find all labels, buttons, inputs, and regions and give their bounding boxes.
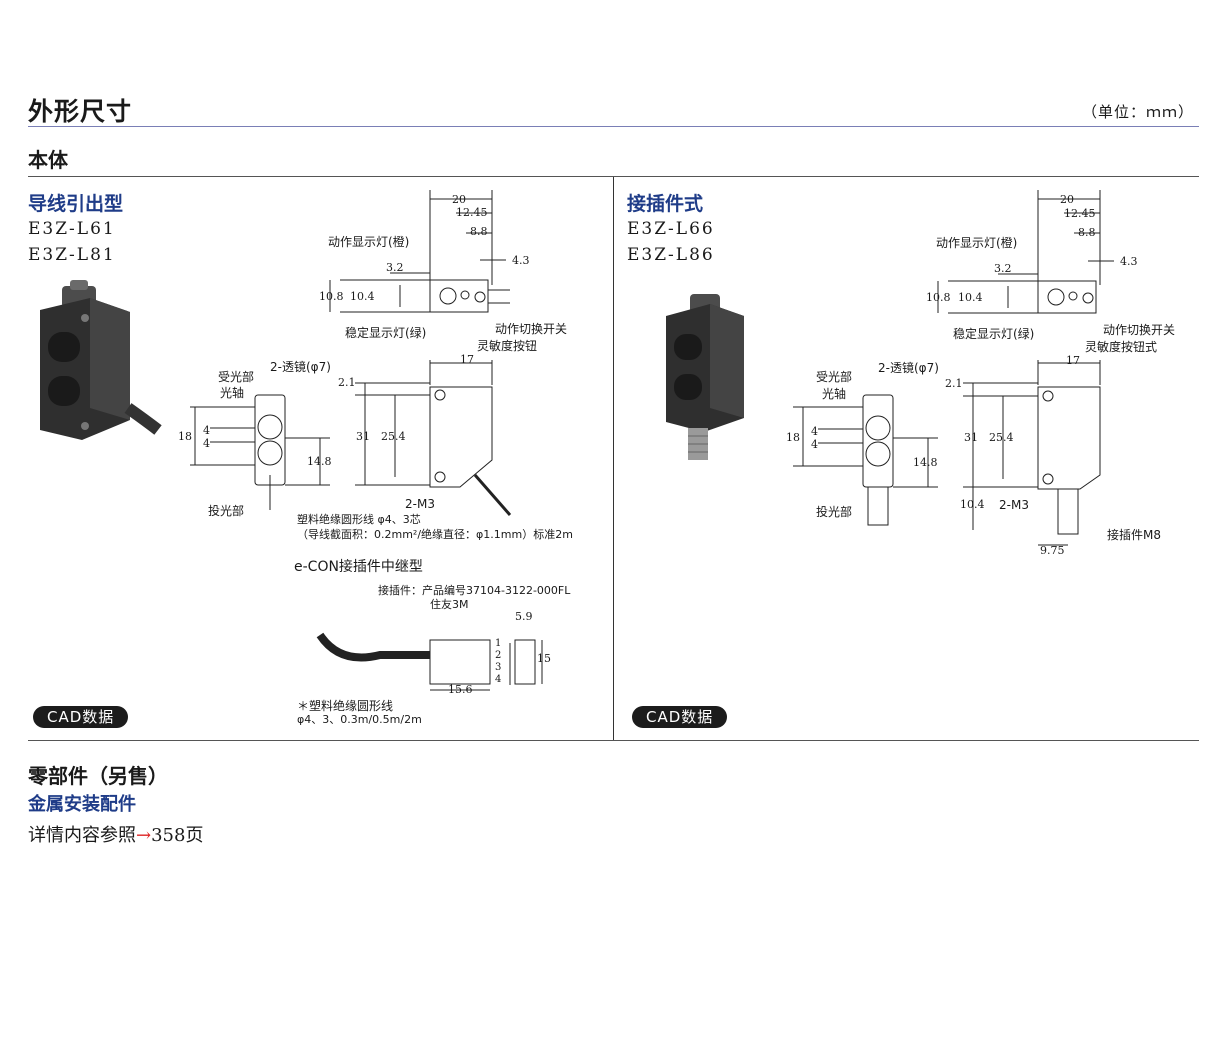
left-dimension-drawing — [190, 190, 543, 691]
dim-right-12-45: 12.45 — [1064, 207, 1096, 220]
dim-left-8-8: 8.8 — [470, 225, 488, 238]
dim-left-15: 15 — [537, 652, 551, 665]
dim-right-4a: 4 — [811, 425, 818, 438]
right-model-1: E3Z-L66 — [627, 219, 715, 239]
right-dimension-drawing — [793, 190, 1114, 546]
section-rule-top — [28, 176, 1199, 177]
dim-left-31: 31 — [356, 430, 370, 443]
dim-right-9-75: 9.75 — [1040, 544, 1065, 557]
dim-right-25-4: 25.4 — [989, 431, 1014, 444]
label-cable-note-2: φ4、3、0.3m/0.5m/2m — [297, 713, 422, 726]
r-label-lens: 2-透镜(φ7) — [878, 361, 939, 375]
left-model-2: E3Z-L81 — [28, 245, 116, 265]
label-cable-2: （导线截面积：0.2mm²/绝缘直径：φ1.1mm）标准2m — [297, 528, 573, 541]
product-photo-connector — [666, 294, 744, 460]
product-photo-wire — [40, 280, 162, 440]
label-stable-green: 稳定显示灯(绿) — [345, 326, 427, 340]
label-indicator-orange: 动作显示灯(橙) — [328, 235, 410, 249]
panel-divider — [613, 177, 614, 740]
dim-right-17: 17 — [1066, 354, 1080, 367]
right-panel-title: 接插件式 — [627, 193, 704, 215]
dim-left-17: 17 — [460, 353, 474, 366]
label-lens: 2-透镜(φ7) — [270, 360, 331, 374]
dim-right-10-8: 10.8 — [926, 291, 951, 304]
r-label-stable-green: 稳定显示灯(绿) — [953, 327, 1035, 341]
label-cable-1: 塑料绝缘圆形线 φ4、3芯 — [297, 513, 421, 526]
dim-left-14-8: 14.8 — [307, 455, 332, 468]
dim-right-3-2: 3.2 — [994, 262, 1012, 275]
pin-1: 1 — [495, 638, 502, 649]
dim-right-8-8: 8.8 — [1078, 226, 1096, 239]
dim-right-10-4b: 10.4 — [960, 498, 985, 511]
label-connector-1: 接插件：产品编号37104-3122-000FL — [378, 584, 571, 597]
label-connector-2: 住友3M — [430, 598, 469, 611]
r-label-indicator-orange: 动作显示灯(橙) — [936, 236, 1018, 250]
label-receiver: 受光部 — [218, 370, 255, 384]
section-title: 本体 — [28, 148, 68, 172]
page-title: 外形尺寸 — [28, 97, 133, 126]
pin-3: 3 — [495, 662, 502, 673]
label-emitter: 投光部 — [208, 504, 245, 518]
dim-right-10-4: 10.4 — [958, 291, 983, 304]
cad-data-button-left[interactable]: CAD数据 — [33, 706, 129, 728]
label-econ-title: e-CON接插件中继型 — [294, 559, 423, 575]
left-panel-title: 导线引出型 — [28, 193, 124, 215]
dim-left-18: 18 — [178, 430, 192, 443]
parts-reference[interactable]: 详情内容参照→358页 — [28, 821, 203, 847]
right-model-2: E3Z-L86 — [627, 245, 715, 265]
dim-left-10-8: 10.8 — [319, 290, 344, 303]
r-label-sensitivity: 灵敏度按钮式 — [1085, 340, 1158, 354]
dim-right-2-1: 2.1 — [945, 377, 963, 390]
title-rule — [28, 126, 1199, 127]
unit-note: （单位：ｍｍ） — [1081, 103, 1194, 121]
dim-left-20: 20 — [452, 193, 466, 206]
r-label-m3: 2-M3 — [999, 498, 1029, 512]
parts-ref-page[interactable]: 358页 — [151, 825, 204, 846]
dim-left-4b: 4 — [203, 437, 210, 450]
pin-4: 4 — [495, 674, 502, 685]
dim-right-4-3: 4.3 — [1120, 255, 1138, 268]
dim-left-2-1: 2.1 — [338, 376, 356, 389]
dim-left-25-4: 25.4 — [381, 430, 406, 443]
dim-left-4-3: 4.3 — [512, 254, 530, 267]
label-sensitivity: 灵敏度按钮 — [477, 339, 538, 353]
dim-left-15-6: 15.6 — [448, 683, 473, 696]
dim-left-3-2: 3.2 — [386, 261, 404, 274]
dim-left-10-4: 10.4 — [350, 290, 375, 303]
dim-left-5-9: 5.9 — [515, 610, 533, 623]
r-label-connector: 接插件M8 — [1107, 528, 1161, 542]
parts-title: 零部件（另售） — [28, 764, 168, 788]
r-label-optical-axis: 光轴 — [822, 387, 847, 401]
dim-right-14-8: 14.8 — [913, 456, 938, 469]
dim-right-20: 20 — [1060, 193, 1074, 206]
cad-data-button-right[interactable]: CAD数据 — [632, 706, 728, 728]
r-label-emitter: 投光部 — [816, 505, 853, 519]
label-cable-note-1: ＊塑料绝缘圆形线 — [297, 699, 394, 713]
dim-right-4b: 4 — [811, 438, 818, 451]
label-m3: 2-M3 — [405, 497, 435, 511]
label-mode-switch: 动作切换开关 — [495, 322, 568, 336]
pin-2: 2 — [495, 650, 502, 661]
dim-right-18: 18 — [786, 431, 800, 444]
left-model-1: E3Z-L61 — [28, 219, 116, 239]
label-optical-axis: 光轴 — [220, 386, 245, 400]
r-label-mode-switch: 动作切换开关 — [1103, 323, 1176, 337]
arrow-right-icon: → — [136, 825, 152, 846]
section-rule-bottom — [28, 740, 1199, 741]
dim-right-31: 31 — [964, 431, 978, 444]
dim-left-4a: 4 — [203, 424, 210, 437]
parts-subtitle: 金属安装配件 — [28, 794, 136, 815]
r-label-receiver: 受光部 — [816, 370, 853, 384]
dim-left-12-45: 12.45 — [456, 206, 488, 219]
parts-ref-text: 详情内容参照 — [28, 825, 136, 846]
